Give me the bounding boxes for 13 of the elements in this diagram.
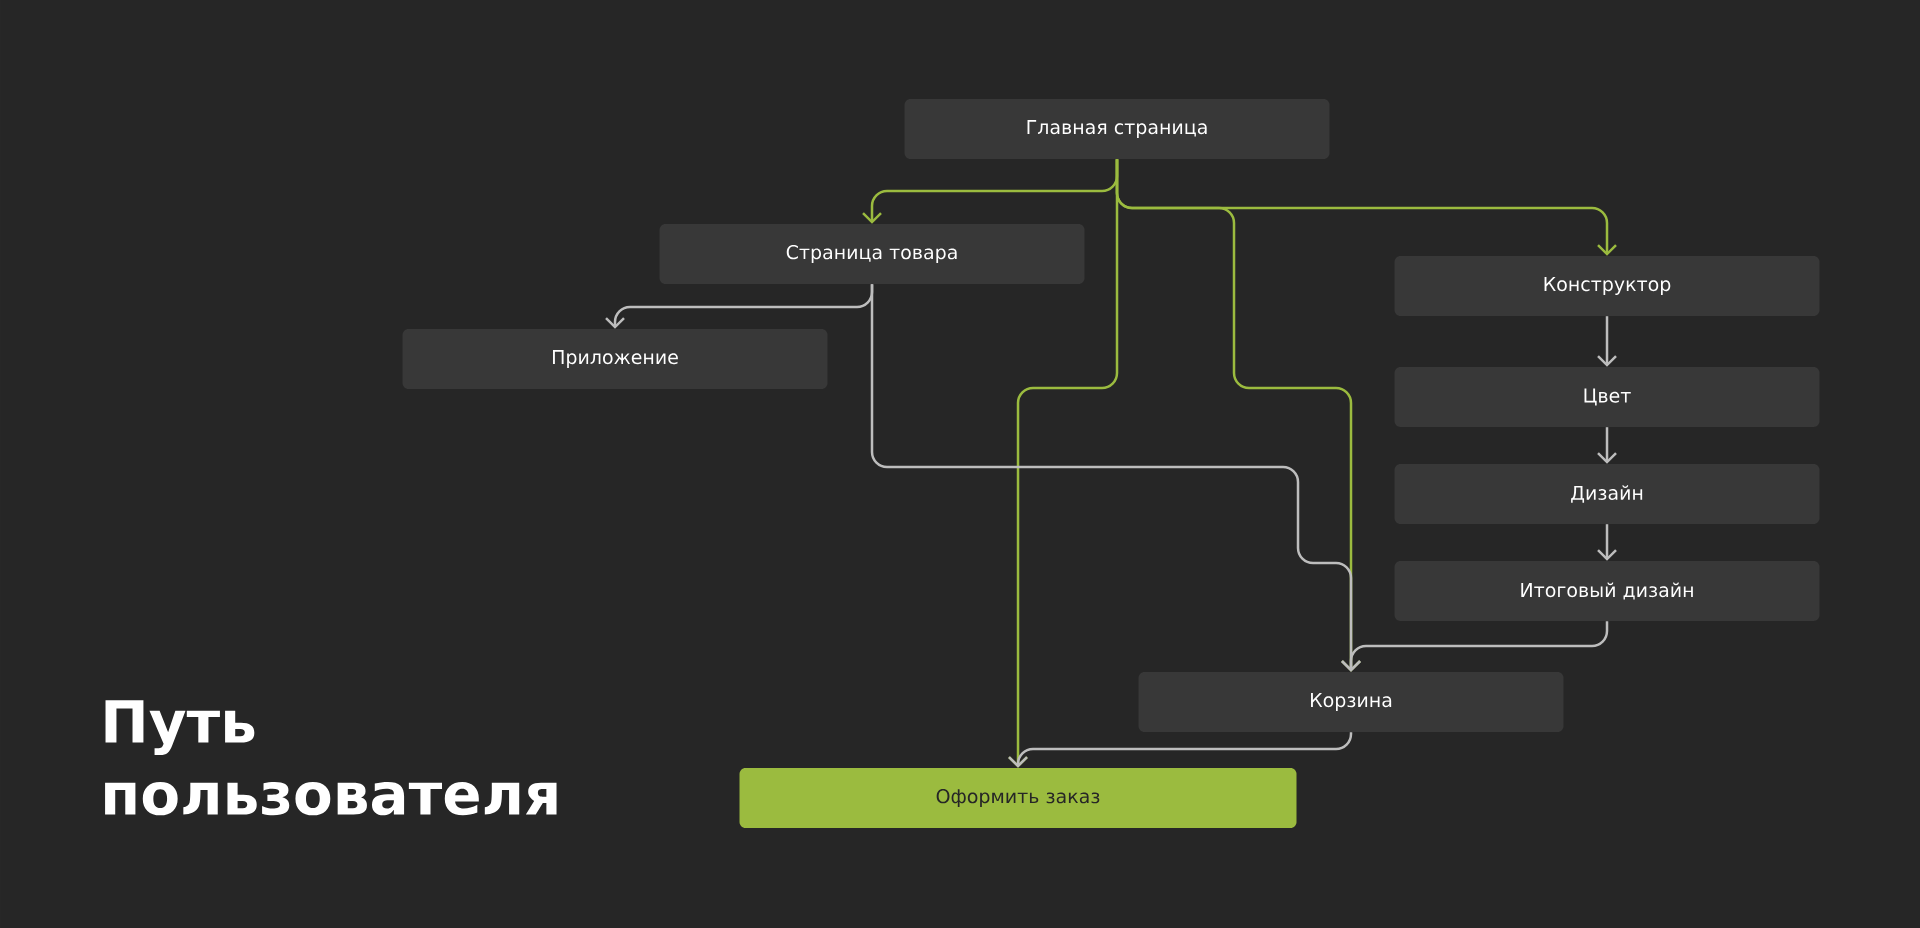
arrow bbox=[1597, 524, 1617, 561]
process-box: Приложение bbox=[402, 329, 828, 389]
arrow bbox=[1597, 316, 1617, 367]
process-box: Итоговый дизайн bbox=[1394, 561, 1820, 621]
process-box: Дизайн bbox=[1394, 464, 1820, 524]
process-box: Страница товара bbox=[659, 224, 1085, 284]
arrow bbox=[1597, 427, 1617, 464]
process-box: Главная страница bbox=[904, 99, 1330, 159]
process-box: Цвет bbox=[1394, 367, 1820, 427]
process-box: Корзина bbox=[1138, 672, 1564, 732]
title: Путь пользователя bbox=[105, 700, 557, 816]
action-button: Оформить заказ bbox=[739, 768, 1297, 828]
process-box: Конструктор bbox=[1394, 256, 1820, 316]
